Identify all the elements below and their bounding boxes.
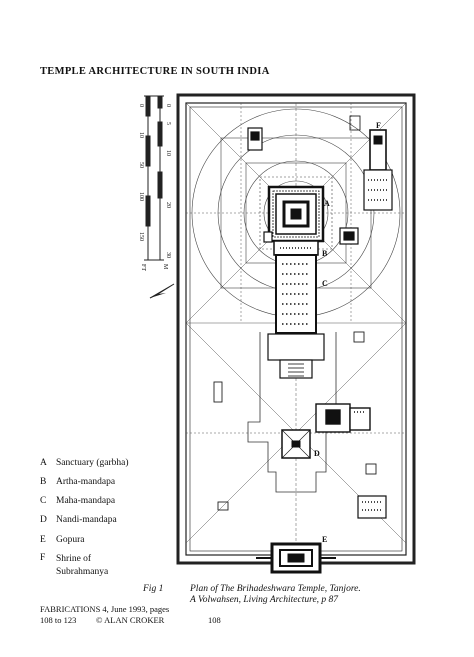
running-head: TEMPLE ARCHITECTURE IN SOUTH INDIA [40,66,270,77]
scale-ft-tick: 150 [138,232,144,241]
shrine-of-subrahmanya [363,129,393,211]
maha-mandapa [275,254,317,334]
scale-m-tick: 30 [165,252,171,258]
scale-unit-ft: FT [140,264,146,271]
scale-ft-tick: 0 [138,104,144,107]
scale-ft-tick: 50 [138,162,144,168]
scale-m-tick: 0 [165,104,171,107]
gopura [256,542,336,574]
plan-label-f: F [376,121,381,130]
page-number: 108 [208,615,221,625]
artha-mandapa [273,240,319,256]
scale-bars: 0 10 50 100 150 0 5 10 20 30 FT M [138,95,171,271]
scale-ft-tick: 10 [138,132,144,138]
figure-caption: Fig 1 Plan of The Brihadeshwara Temple, T… [143,584,361,606]
legend-label: Sanctuary (garbha) [56,458,129,468]
plan-label-c: C [322,279,328,288]
legend-item: B Artha-mandapa [40,477,115,487]
scale-m-tick: 10 [165,150,171,156]
scale-m-tick: 5 [165,122,171,125]
footer-copyright: © ALAN CROKER [96,615,165,625]
legend-item: E Gopura [40,535,85,545]
nandi-mandapa [281,429,311,459]
footer: FABRICATIONS 4, June 1993, pages 108 to … [40,604,221,626]
legend-key: B [40,477,47,487]
legend-key: E [40,535,46,545]
legend-key: F [40,553,46,563]
plan-label-b: B [322,249,328,258]
front-porch [267,333,325,379]
southeast-hall [357,495,387,519]
legend-label: Nandi-mandapa [56,515,117,525]
figure-label: Fig 1 [143,584,164,594]
caption-source: A Volwahsen, Living Architecture, p 87 [190,595,339,605]
north-arrow-icon [149,283,175,299]
footer-pages: 108 to 123 [40,615,77,625]
legend-item: F Shrine of Subrahmanya [40,553,126,579]
sanctuary [267,185,325,243]
footer-journal: FABRICATIONS 4, June 1993, pages [40,604,170,614]
scale-m-tick: 20 [165,202,171,208]
scale-ft-tick: 100 [138,192,144,201]
legend-label: Artha-mandapa [56,477,116,487]
legend-label: Gopura [56,535,85,545]
legend-item: C Maha-mandapa [40,496,115,506]
temple-plan: A B C D E F [176,93,416,574]
legend-key: A [40,458,47,468]
legend-item: D Nandi-mandapa [40,515,117,525]
legend-key: D [40,515,47,525]
legend-key: C [40,496,47,506]
plan-label-a: A [324,199,330,208]
east-shrine [315,403,371,433]
caption-title: Plan of The Brihadeshwara Temple, Tanjor… [190,584,361,594]
plan-label-d: D [314,449,320,458]
legend-item: A Sanctuary (garbha) [40,458,129,468]
legend-label: Shrine of Subrahmanya [56,554,109,577]
scale-unit-m: M [162,264,168,270]
plan-label-e: E [322,535,327,544]
legend-label: Maha-mandapa [56,496,116,506]
